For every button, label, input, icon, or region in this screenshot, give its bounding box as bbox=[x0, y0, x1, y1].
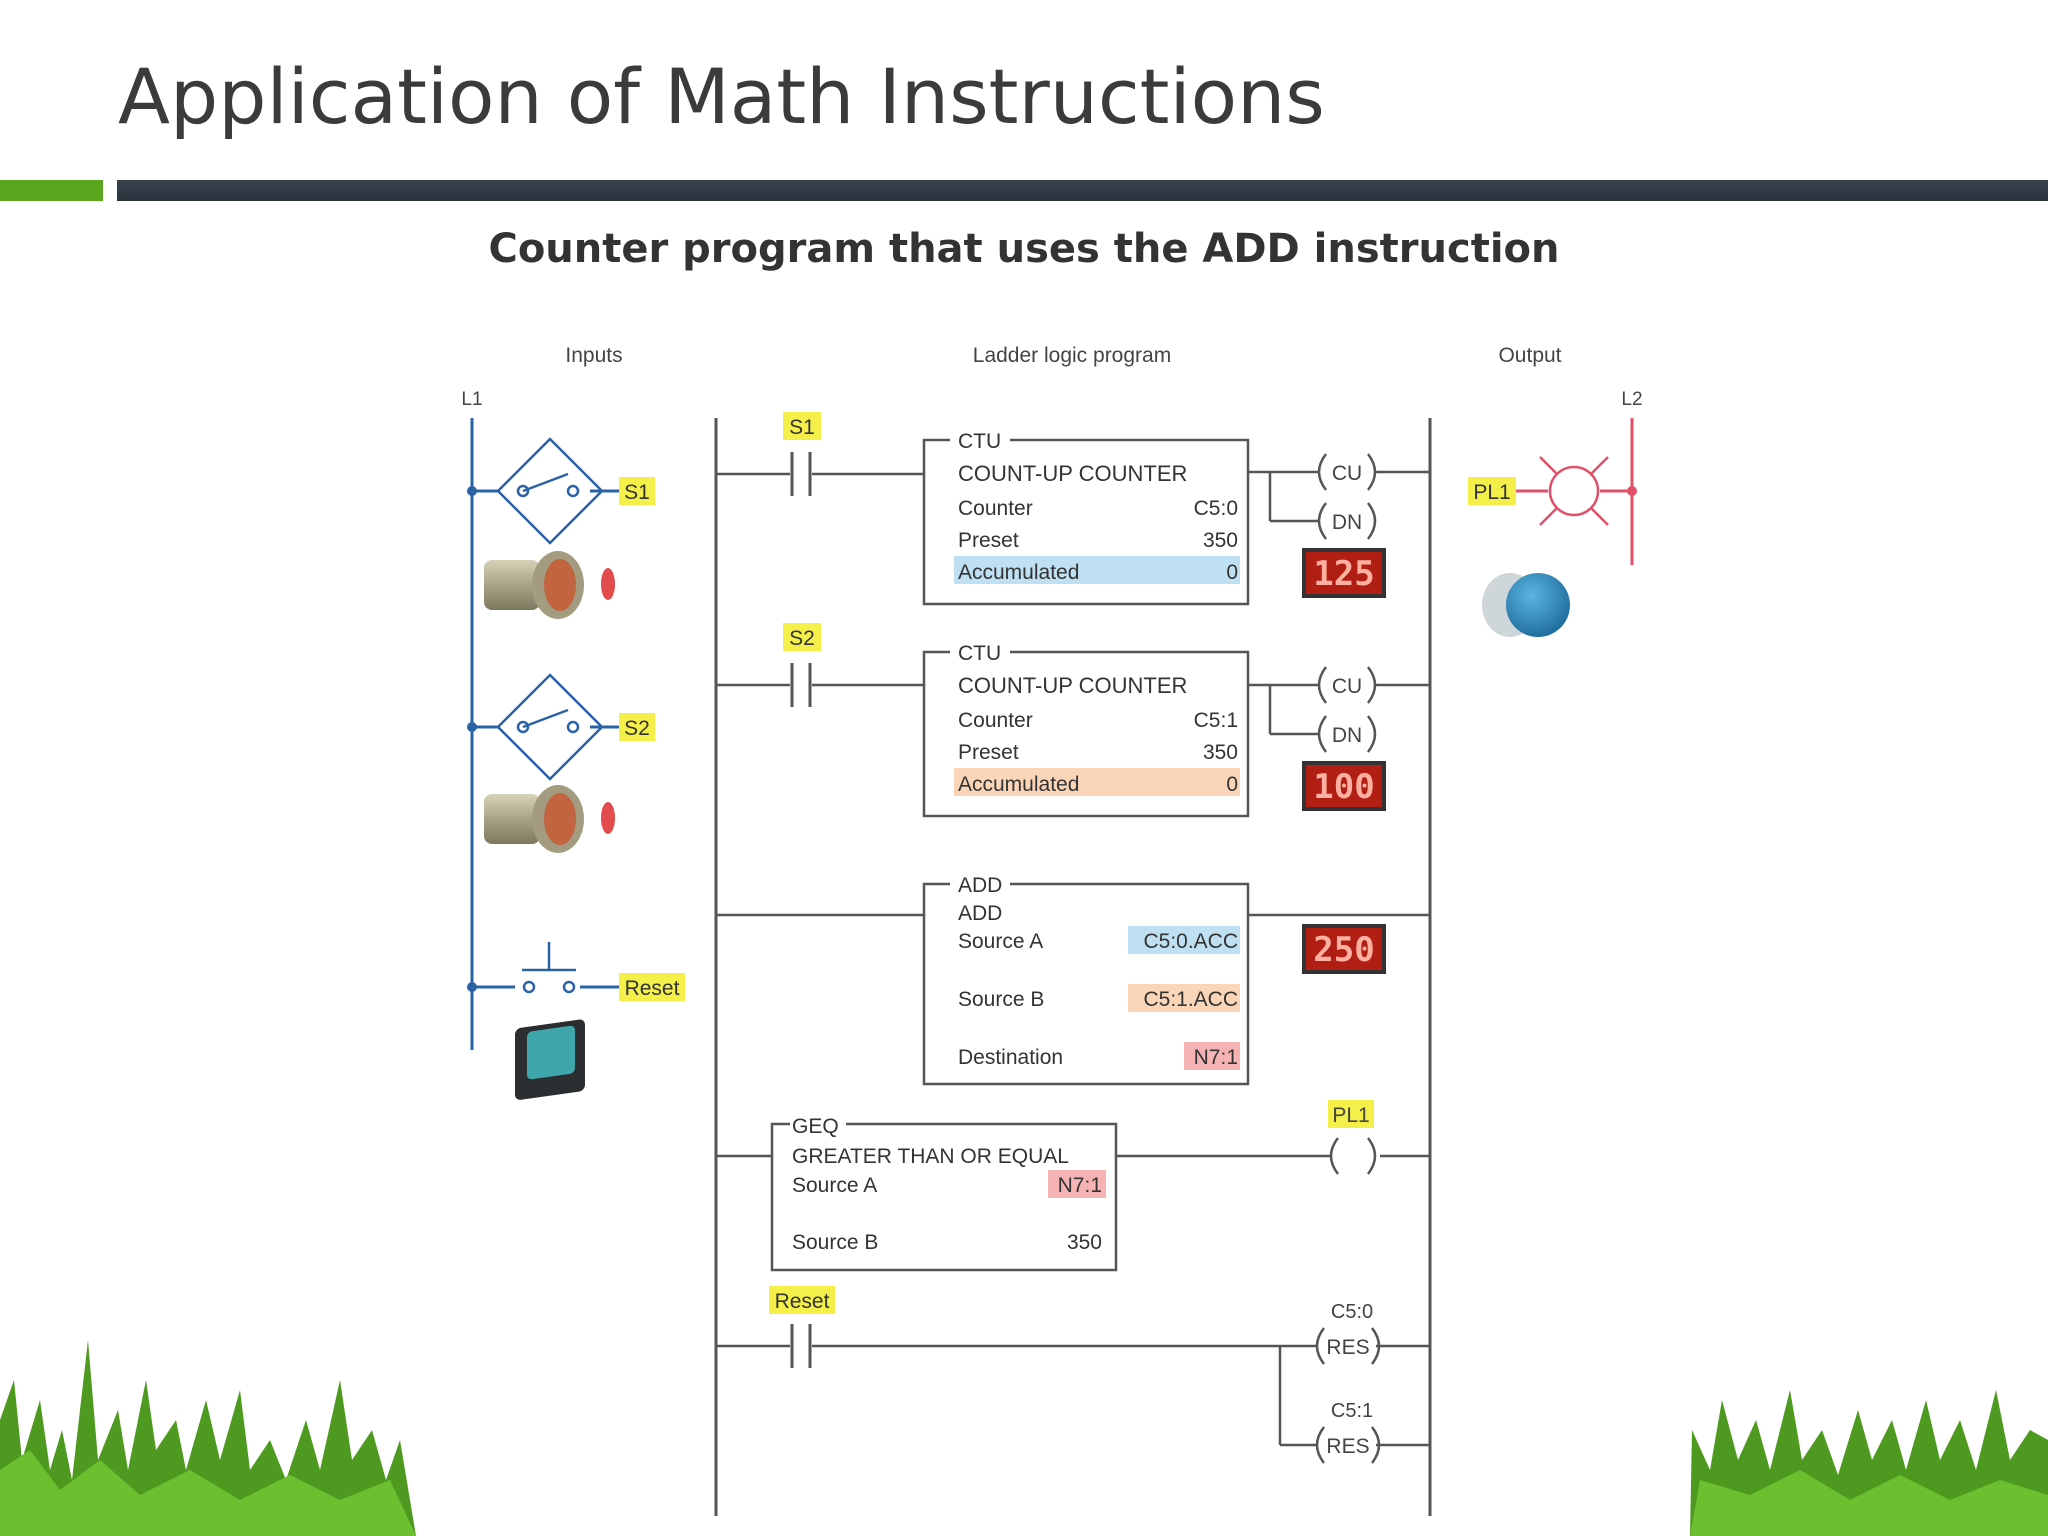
contact-icon bbox=[790, 1324, 812, 1368]
param-value: 350 bbox=[1203, 741, 1238, 764]
coil-icon bbox=[1317, 666, 1377, 704]
param-value: C5:0.ACC bbox=[1143, 930, 1238, 953]
accent-bar-dark bbox=[117, 180, 2048, 201]
output-coil-icon bbox=[1329, 1137, 1377, 1175]
block-name: COUNT-UP COUNTER bbox=[958, 673, 1187, 698]
block-type-ctu: CTU bbox=[958, 430, 1001, 453]
reset-address: C5:1 bbox=[1331, 1400, 1373, 1422]
param-label: Destination bbox=[958, 1046, 1063, 1069]
param-label: Counter bbox=[958, 709, 1033, 732]
slide-title: Application of Math Instructions bbox=[118, 52, 1325, 141]
param-value: C5:1.ACC bbox=[1143, 988, 1238, 1011]
sum-display bbox=[1302, 924, 1386, 974]
block-name: GREATER THAN OR EQUAL bbox=[792, 1145, 1069, 1168]
param-label: Accumulated bbox=[958, 773, 1079, 796]
accent-bar-green bbox=[0, 180, 103, 201]
sensor-icon bbox=[484, 551, 615, 619]
pilot-lamp-icon bbox=[1482, 573, 1570, 637]
coil-icon bbox=[1317, 453, 1377, 491]
counter-display-1 bbox=[1302, 548, 1386, 598]
block-type-ctu: CTU bbox=[958, 642, 1001, 665]
display-value: 100 bbox=[1313, 767, 1374, 807]
coil-label: CU bbox=[1332, 462, 1362, 485]
rung-wires bbox=[716, 470, 1430, 1447]
pushbutton-symbol-icon bbox=[522, 942, 576, 994]
param-label: Counter bbox=[958, 497, 1033, 520]
block-name: ADD bbox=[958, 902, 1002, 925]
contact-tag-reset: Reset bbox=[775, 1290, 830, 1313]
inputs-header: Inputs bbox=[565, 344, 622, 367]
input-wiring bbox=[470, 418, 620, 1050]
contact-icon bbox=[790, 663, 812, 707]
param-label: Source B bbox=[958, 988, 1044, 1011]
pushbutton-icon bbox=[515, 1019, 585, 1100]
reset-coil-label: RES bbox=[1326, 1336, 1369, 1359]
sensor-icon bbox=[484, 785, 615, 853]
ladder-rails bbox=[714, 418, 1432, 1516]
param-value: 0 bbox=[1226, 561, 1238, 584]
coil-icon bbox=[1317, 715, 1377, 753]
block-type-add: ADD bbox=[958, 874, 1002, 897]
input-tag-s1: S1 bbox=[624, 481, 650, 504]
block-type-geq: GEQ bbox=[792, 1115, 839, 1138]
diagram-subtitle: Counter program that uses the ADD instru… bbox=[488, 226, 1560, 272]
contact-tag-s2: S2 bbox=[789, 627, 815, 650]
grass-left-decoration bbox=[0, 1340, 416, 1536]
contact-icon bbox=[790, 452, 812, 496]
input-tag-reset: Reset bbox=[625, 977, 680, 1000]
display-value: 125 bbox=[1313, 554, 1374, 594]
contact-tag-s1: S1 bbox=[789, 416, 815, 439]
reset-coil-label: RES bbox=[1326, 1435, 1369, 1458]
coil-label: CU bbox=[1332, 675, 1362, 698]
param-label: Source A bbox=[792, 1174, 877, 1197]
rail-label-l1: L1 bbox=[461, 389, 482, 410]
counter-display-2 bbox=[1302, 761, 1386, 811]
output-tag-pl1: PL1 bbox=[1473, 481, 1510, 504]
param-label: Preset bbox=[958, 741, 1019, 764]
reset-address: C5:0 bbox=[1331, 1301, 1373, 1323]
block-name: COUNT-UP COUNTER bbox=[958, 461, 1187, 486]
param-label: Source B bbox=[792, 1231, 878, 1254]
input-tag-s2: S2 bbox=[624, 717, 650, 740]
output-rail bbox=[1508, 418, 1634, 565]
grass-right-decoration bbox=[1690, 1390, 2048, 1536]
param-label: Accumulated bbox=[958, 561, 1079, 584]
param-value: 350 bbox=[1067, 1231, 1102, 1254]
proximity-switch-icon bbox=[496, 673, 604, 781]
reset-coil-icon bbox=[1315, 1327, 1381, 1365]
param-value: N7:1 bbox=[1058, 1174, 1102, 1197]
param-label: Preset bbox=[958, 529, 1019, 552]
param-label: Source A bbox=[958, 930, 1043, 953]
coil-label: DN bbox=[1332, 511, 1362, 534]
param-value: C5:0 bbox=[1194, 497, 1238, 520]
rail-label-l2: L2 bbox=[1621, 389, 1642, 410]
display-value: 250 bbox=[1313, 930, 1374, 970]
param-value: N7:1 bbox=[1194, 1046, 1238, 1069]
coil-tag-pl1: PL1 bbox=[1332, 1104, 1369, 1127]
param-value: C5:1 bbox=[1194, 709, 1238, 732]
proximity-switch-icon bbox=[496, 437, 604, 545]
coil-label: DN bbox=[1332, 724, 1362, 747]
ladder-header: Ladder logic program bbox=[973, 344, 1171, 367]
param-value: 0 bbox=[1226, 773, 1238, 796]
pilot-light-symbol-icon bbox=[1539, 456, 1609, 526]
coil-icon bbox=[1317, 502, 1377, 540]
reset-coil-icon bbox=[1315, 1426, 1381, 1464]
output-header: Output bbox=[1498, 344, 1561, 367]
param-value: 350 bbox=[1203, 529, 1238, 552]
